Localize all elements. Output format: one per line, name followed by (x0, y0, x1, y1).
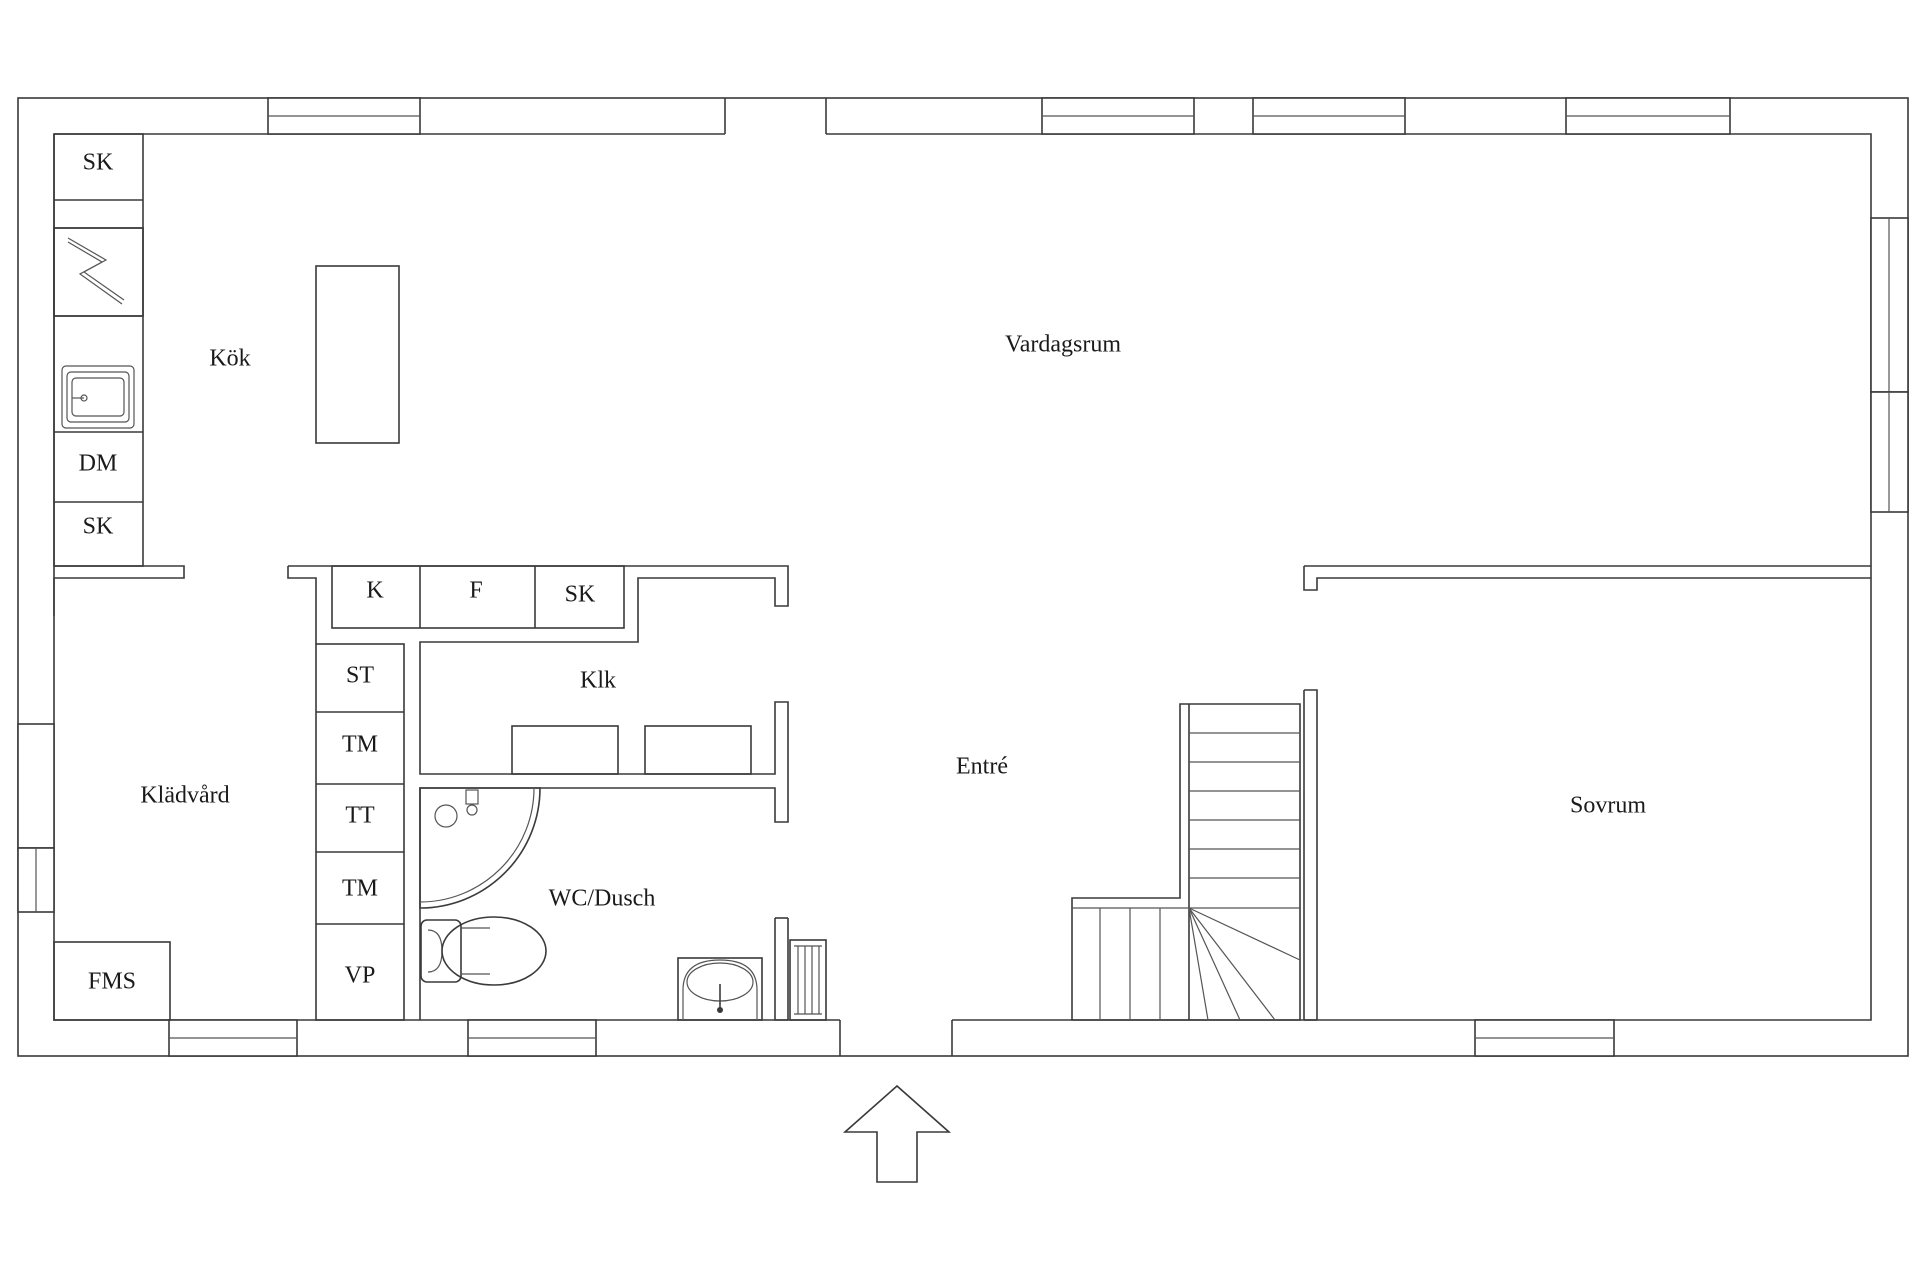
room-label-hall: Entré (956, 754, 1008, 780)
kitchen-sink-icon (61, 365, 135, 429)
exterior-walls (17, 97, 1909, 1057)
kitchen-cabinets: SK DM SK (53, 133, 144, 567)
appliance-label-tm-lower: TM (342, 876, 378, 902)
room-label-living: Vardagsrum (1005, 332, 1121, 358)
hall-cabinets: K F SK (331, 565, 625, 629)
windows (17, 97, 1909, 1057)
shower-icon (419, 787, 541, 909)
room-label-laundry: Klädvård (140, 783, 229, 809)
room-label-bath: WC/Dusch (549, 886, 656, 912)
cabinet-label-dm: DM (79, 451, 118, 477)
interior-walls (53, 565, 1871, 1021)
appliance-label-tt: TT (345, 803, 375, 829)
room-label-kitchen: Kök (209, 346, 250, 372)
room-label-closet: Klk (580, 668, 616, 694)
entrance-arrow-icon (842, 1084, 952, 1183)
staircase-icon (1071, 703, 1301, 1021)
kitchen-island (315, 265, 400, 444)
appliance-label-vp: VP (345, 963, 376, 989)
closet-shelves (511, 725, 752, 775)
cabinet-label-sk-lower: SK (83, 514, 114, 540)
cabinet-label-sk-hall: SK (565, 582, 596, 608)
cabinet-label-f: F (469, 578, 482, 604)
cabinet-label-k: K (366, 578, 384, 604)
toilet-icon (420, 916, 547, 986)
towel-radiator-icon (789, 939, 827, 1021)
room-label-bedroom: Sovrum (1570, 793, 1646, 819)
fms-box: FMS (53, 941, 171, 1021)
wash-basin-icon (677, 957, 763, 1021)
appliance-label-tm: TM (342, 732, 378, 758)
cabinet-label-sk: SK (83, 150, 114, 176)
stove-icon (53, 227, 144, 317)
fms-label: FMS (88, 969, 136, 995)
appliance-label-st: ST (346, 663, 374, 689)
laundry-appliances: ST TM TT TM VP (315, 643, 405, 1021)
